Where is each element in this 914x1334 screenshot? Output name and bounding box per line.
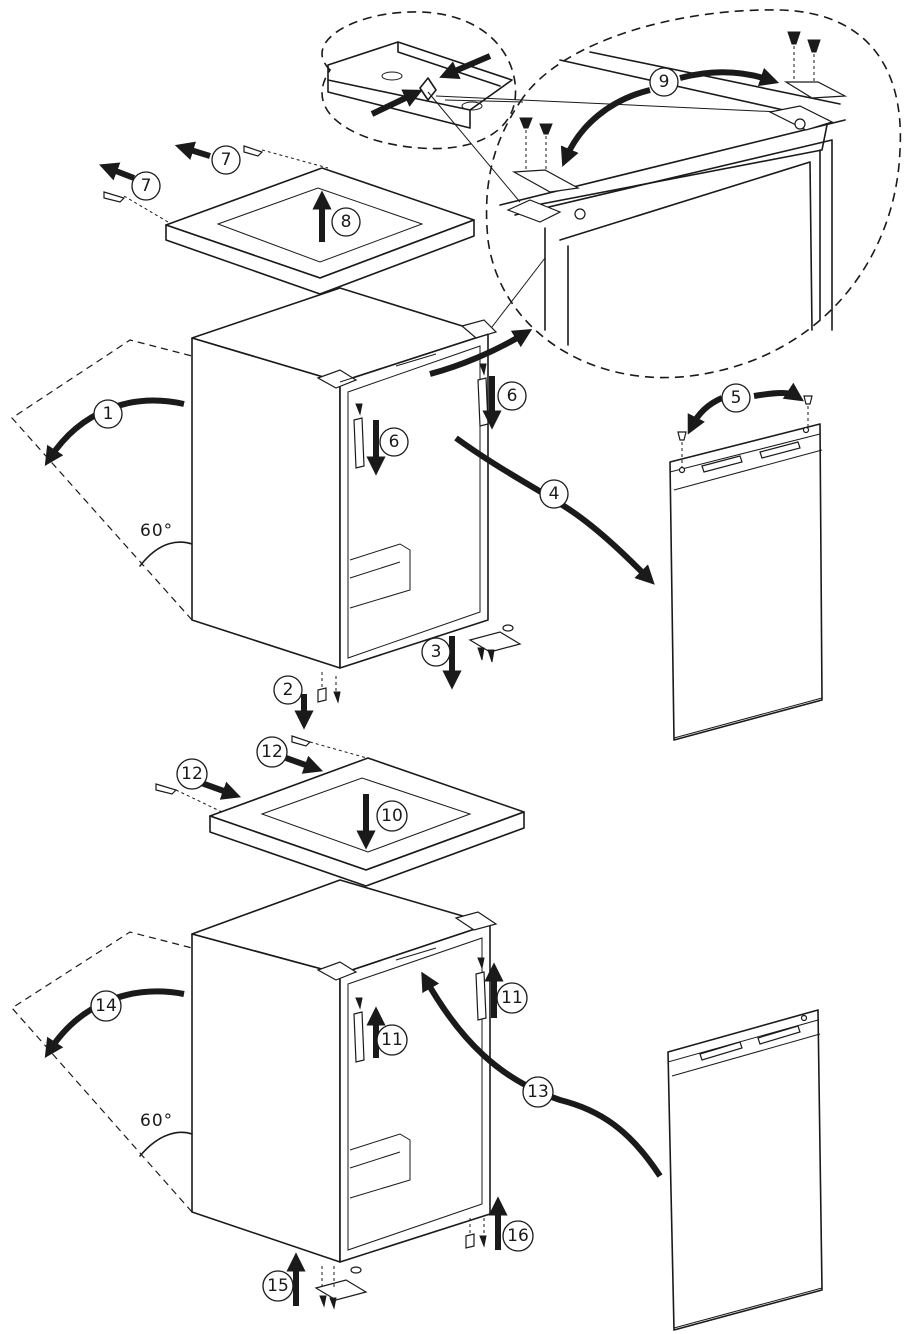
step-callout-7-right: 7 xyxy=(211,145,241,175)
svg-text:13: 13 xyxy=(527,1082,549,1102)
step-callout-5: 5 xyxy=(721,383,751,413)
step-callout-14: 14 xyxy=(90,990,122,1022)
svg-text:4: 4 xyxy=(549,484,560,504)
angle-label-upper: 60° xyxy=(140,521,173,541)
lower-step-arrows xyxy=(286,962,663,1306)
zoom-leader-lines xyxy=(427,91,781,341)
top-hinge-detail xyxy=(485,9,902,379)
step-callout-16: 16 xyxy=(502,1220,534,1252)
opening-angle-upper xyxy=(11,339,193,621)
step-callout-12-left: 12 xyxy=(176,758,208,790)
svg-text:7: 7 xyxy=(221,150,232,170)
step-callout-8: 8 xyxy=(331,207,361,237)
svg-text:16: 16 xyxy=(507,1226,529,1246)
step-callout-4: 4 xyxy=(539,479,569,509)
step-callout-9: 9 xyxy=(649,67,679,97)
step-callout-2: 2 xyxy=(273,675,303,705)
svg-text:1: 1 xyxy=(103,404,114,424)
worktop-upper xyxy=(99,141,475,295)
fridge-door-lower xyxy=(667,1009,823,1331)
svg-text:12: 12 xyxy=(181,764,203,784)
step-callout-13: 13 xyxy=(522,1076,554,1108)
svg-text:6: 6 xyxy=(389,432,400,452)
step-callout-10: 10 xyxy=(376,800,408,832)
svg-text:2: 2 xyxy=(283,680,294,700)
step-callout-11-right: 11 xyxy=(496,982,528,1014)
step-callout-6-left: 6 xyxy=(379,427,409,457)
svg-text:14: 14 xyxy=(95,996,117,1016)
fridge-cabinet-upper xyxy=(191,287,522,704)
step-callout-7-left: 7 xyxy=(131,171,161,201)
step-callout-15: 15 xyxy=(262,1270,294,1302)
svg-text:10: 10 xyxy=(381,806,403,826)
fridge-door-upper xyxy=(669,382,823,741)
svg-text:11: 11 xyxy=(381,1030,403,1050)
svg-text:6: 6 xyxy=(507,386,518,406)
svg-text:15: 15 xyxy=(267,1276,289,1296)
fridge-cabinet-lower xyxy=(191,879,498,1310)
angle-label-lower: 60° xyxy=(140,1111,173,1131)
upper-step-arrows xyxy=(294,329,655,730)
step-callout-6-right: 6 xyxy=(497,381,527,411)
worktop-lower xyxy=(155,735,525,887)
opening-angle-lower xyxy=(11,931,193,1213)
svg-text:9: 9 xyxy=(659,72,670,92)
step-callout-11-left: 11 xyxy=(376,1024,408,1056)
svg-text:12: 12 xyxy=(261,742,283,762)
step-callout-12-right: 12 xyxy=(256,736,288,768)
step-callout-1: 1 xyxy=(93,399,123,429)
svg-text:11: 11 xyxy=(501,988,523,1008)
svg-text:8: 8 xyxy=(341,212,352,232)
svg-text:5: 5 xyxy=(731,388,742,408)
step-callout-3: 3 xyxy=(421,637,451,667)
svg-text:3: 3 xyxy=(431,642,442,662)
hinge-bracket-detail xyxy=(321,11,517,150)
svg-text:7: 7 xyxy=(141,176,152,196)
